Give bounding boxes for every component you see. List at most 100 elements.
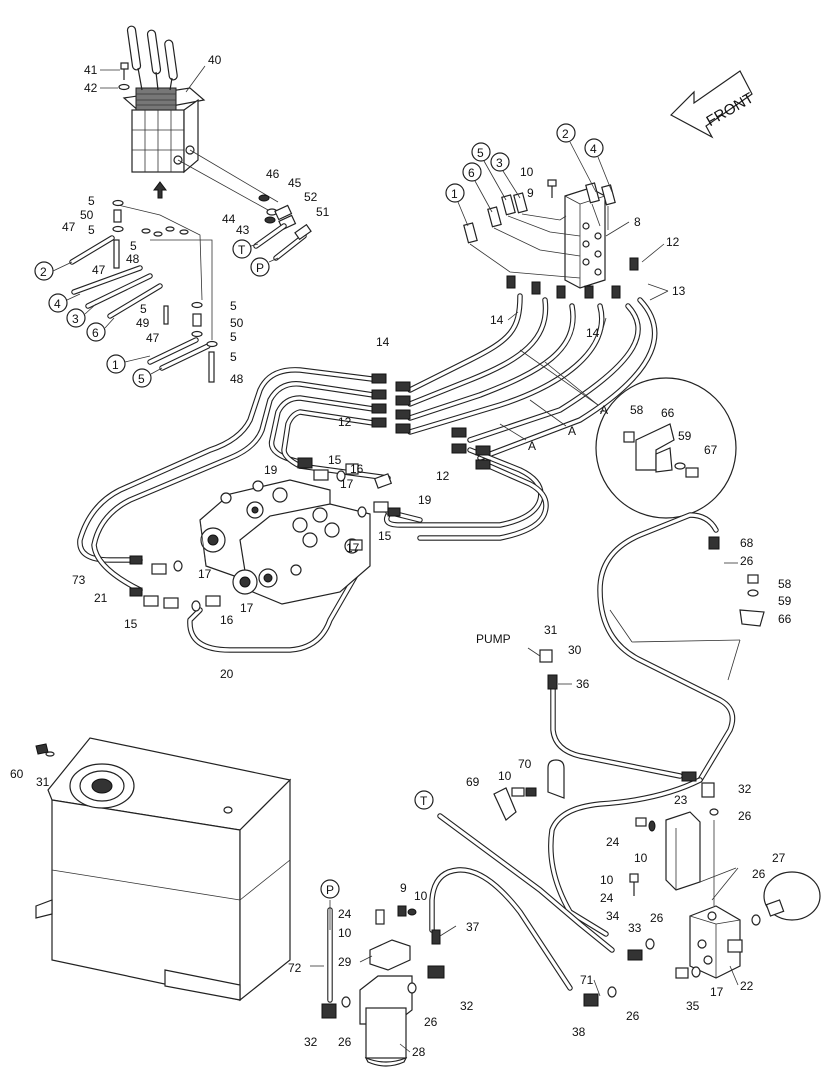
- label-67: 67: [704, 443, 718, 457]
- label-32: 32: [738, 782, 752, 796]
- label-46: 46: [266, 167, 280, 181]
- label-58b: 58: [778, 577, 792, 591]
- return-line-t: [327, 813, 615, 1003]
- label-40: 40: [208, 53, 222, 67]
- label-9: 9: [527, 186, 534, 200]
- leader-lines: [100, 65, 741, 1053]
- label-16b: 16: [220, 613, 234, 627]
- svg-text:3: 3: [496, 156, 503, 170]
- label-20: 20: [220, 667, 234, 681]
- svg-text:4: 4: [590, 142, 597, 156]
- filter-assembly-28: [321, 905, 445, 1067]
- label-32b: 32: [460, 999, 474, 1013]
- port-marker-T-bottom: T: [414, 790, 434, 810]
- manifold-hoses-14: [407, 257, 658, 461]
- label-14: 14: [490, 313, 504, 327]
- label-66b: 66: [778, 612, 792, 626]
- label-26c: 26: [752, 867, 766, 881]
- label-13: 13: [672, 284, 686, 298]
- long-right-hoses: [539, 512, 765, 937]
- label-10c: 10: [634, 851, 648, 865]
- fittings-top-joystick: [253, 194, 312, 261]
- label-28: 28: [412, 1045, 426, 1059]
- label-33: 33: [628, 921, 642, 935]
- label-50b: 50: [230, 316, 244, 330]
- label-31: 31: [544, 623, 558, 637]
- label-42: 42: [84, 81, 98, 95]
- label-45: 45: [288, 176, 302, 190]
- connectors-12: [371, 373, 491, 470]
- label-38: 38: [572, 1025, 586, 1039]
- port-marker-2-top: 2: [556, 123, 597, 193]
- label-35: 35: [686, 999, 700, 1013]
- label-44: 44: [222, 212, 236, 226]
- label-26f: 26: [424, 1015, 438, 1029]
- port-marker-5-left: 5: [132, 367, 163, 388]
- label-26g: 26: [338, 1035, 352, 1049]
- label-58: 58: [630, 403, 644, 417]
- manifold-input-fittings: [463, 182, 616, 279]
- label-69: 69: [466, 775, 480, 789]
- label-10d: 10: [600, 873, 614, 887]
- label-5e: 5: [230, 299, 237, 313]
- label-32c: 32: [304, 1035, 318, 1049]
- label-66: 66: [661, 406, 675, 420]
- label-22: 22: [740, 979, 754, 993]
- port-marker-1-left: 1: [106, 354, 151, 374]
- label-15: 15: [328, 453, 342, 467]
- label-17b: 17: [346, 541, 360, 555]
- label-15c: 15: [124, 617, 138, 631]
- label-15b: 15: [378, 529, 392, 543]
- label-47: 47: [62, 220, 76, 234]
- label-A3: A: [528, 439, 536, 453]
- port-marker-5-top: 5: [471, 142, 507, 201]
- label-14c: 14: [376, 335, 390, 349]
- label-49: 49: [136, 316, 150, 330]
- labels: 41 42 40 46 45 44 43 52 51 5 50 5 47 5 4…: [10, 53, 792, 1059]
- svg-text:5: 5: [477, 146, 484, 160]
- label-19: 19: [264, 463, 278, 477]
- hydraulic-tank: [35, 737, 292, 1002]
- label-21: 21: [94, 591, 108, 605]
- label-41: 41: [84, 63, 98, 77]
- label-17d: 17: [240, 601, 254, 615]
- label-47c: 47: [146, 331, 160, 345]
- label-72: 72: [288, 961, 302, 975]
- label-10f: 10: [338, 926, 352, 940]
- svg-text:1: 1: [451, 187, 458, 201]
- label-60: 60: [10, 767, 24, 781]
- label-26e: 26: [626, 1009, 640, 1023]
- label-34: 34: [606, 909, 620, 923]
- port-marker-P-bottom: P: [320, 879, 340, 899]
- label-9b: 9: [400, 881, 407, 895]
- label-5d: 5: [140, 302, 147, 316]
- label-5: 5: [88, 194, 95, 208]
- label-50: 50: [80, 208, 94, 222]
- label-12c: 12: [436, 469, 450, 483]
- port-marker-T-top: T: [232, 239, 259, 259]
- label-68: 68: [740, 536, 754, 550]
- label-26b: 26: [738, 809, 752, 823]
- label-30: 30: [568, 643, 582, 657]
- port-markers: 2 4 5 3 6 1 2: [34, 123, 613, 899]
- label-10: 10: [520, 165, 534, 179]
- svg-text:6: 6: [92, 326, 99, 340]
- control-valve-body: [199, 479, 371, 605]
- label-26: 26: [740, 554, 754, 568]
- label-24b: 24: [600, 891, 614, 905]
- port-marker-3-top: 3: [490, 152, 521, 199]
- label-59b: 59: [778, 594, 792, 608]
- label-5g: 5: [230, 350, 237, 364]
- label-16: 16: [350, 462, 364, 476]
- label-59: 59: [678, 429, 692, 443]
- label-73: 73: [72, 573, 86, 587]
- label-48: 48: [126, 252, 140, 266]
- label-17c: 17: [198, 567, 212, 581]
- label-8: 8: [634, 215, 641, 229]
- label-31b: 31: [36, 775, 50, 789]
- label-51: 51: [316, 205, 330, 219]
- label-5b: 5: [88, 223, 95, 237]
- port-marker-3-left: 3: [66, 303, 97, 328]
- joystick-valve: [122, 25, 279, 211]
